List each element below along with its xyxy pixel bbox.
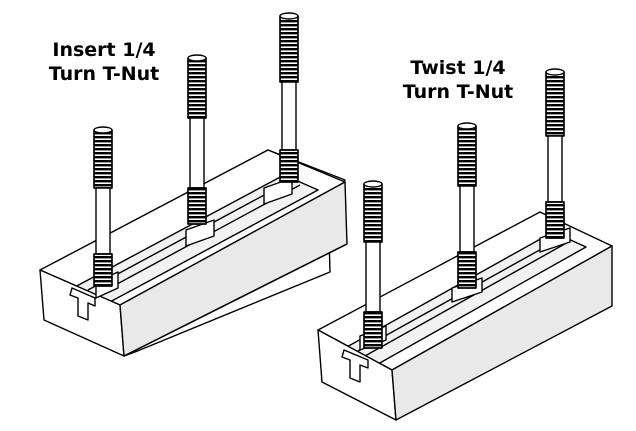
t-slot-block-icon (39, 149, 348, 357)
caption-insert-line1: Insert 1/4 (52, 39, 156, 61)
right-assembly (317, 68, 613, 421)
t-slot-block-icon (317, 211, 613, 421)
caption-insert-line2: Turn T-Nut (48, 63, 160, 85)
threaded-stud-icon (363, 68, 565, 349)
caption-twist-line1: Twist 1/4 (410, 57, 506, 79)
caption-twist: Twist 1/4 Turn T-Nut (388, 56, 528, 104)
caption-twist-line2: Turn T-Nut (402, 81, 514, 103)
left-assembly (39, 12, 348, 357)
threaded-stud-icon (93, 12, 299, 287)
caption-insert: Insert 1/4 Turn T-Nut (34, 38, 174, 86)
